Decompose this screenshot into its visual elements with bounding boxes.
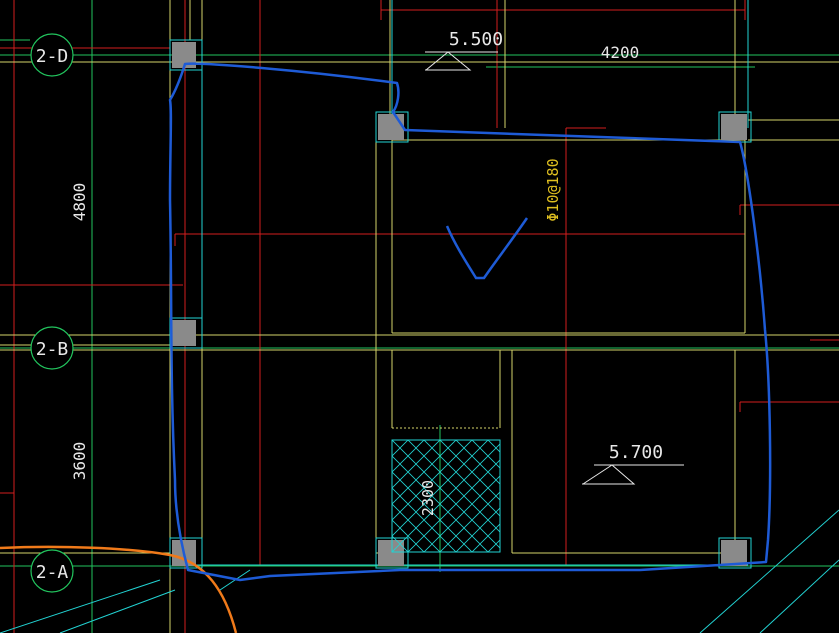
blue-checkmark — [445, 217, 529, 280]
elevation-marker-lower: 5.700 — [582, 442, 684, 485]
elevation-marker-upper: 5.500 — [425, 29, 503, 71]
axis-bubble[interactable]: 2-B — [30, 326, 74, 370]
column — [169, 537, 203, 569]
axis-label-2d: 2-D — [36, 46, 69, 67]
axis-bubble[interactable]: 2-A — [30, 549, 74, 593]
column — [721, 114, 747, 140]
column — [169, 317, 203, 349]
dimension-left-lower: 3600 — [70, 442, 89, 481]
column — [718, 537, 752, 569]
orange-curve — [0, 545, 238, 633]
axis-bubble[interactable]: 2-D — [30, 33, 74, 77]
column — [172, 320, 196, 346]
dimension-left-upper: 4800 — [70, 183, 89, 222]
elevation-upper-label: 5.500 — [449, 29, 503, 50]
column — [378, 114, 404, 140]
hatched-pit — [391, 439, 501, 553]
elevation-lower-label: 5.700 — [609, 442, 663, 463]
column — [721, 540, 747, 566]
rebar-spec-note: Φ10@180 — [544, 158, 562, 221]
axis-label-2a: 2-A — [36, 562, 69, 583]
cyan-outlines — [190, 0, 749, 566]
dimension-pit: 2300 — [419, 480, 437, 516]
axis-label-2b: 2-B — [36, 339, 69, 360]
blue-markup-outline — [168, 62, 772, 582]
column — [169, 39, 203, 71]
dimension-top-right: 4200 — [601, 43, 640, 62]
